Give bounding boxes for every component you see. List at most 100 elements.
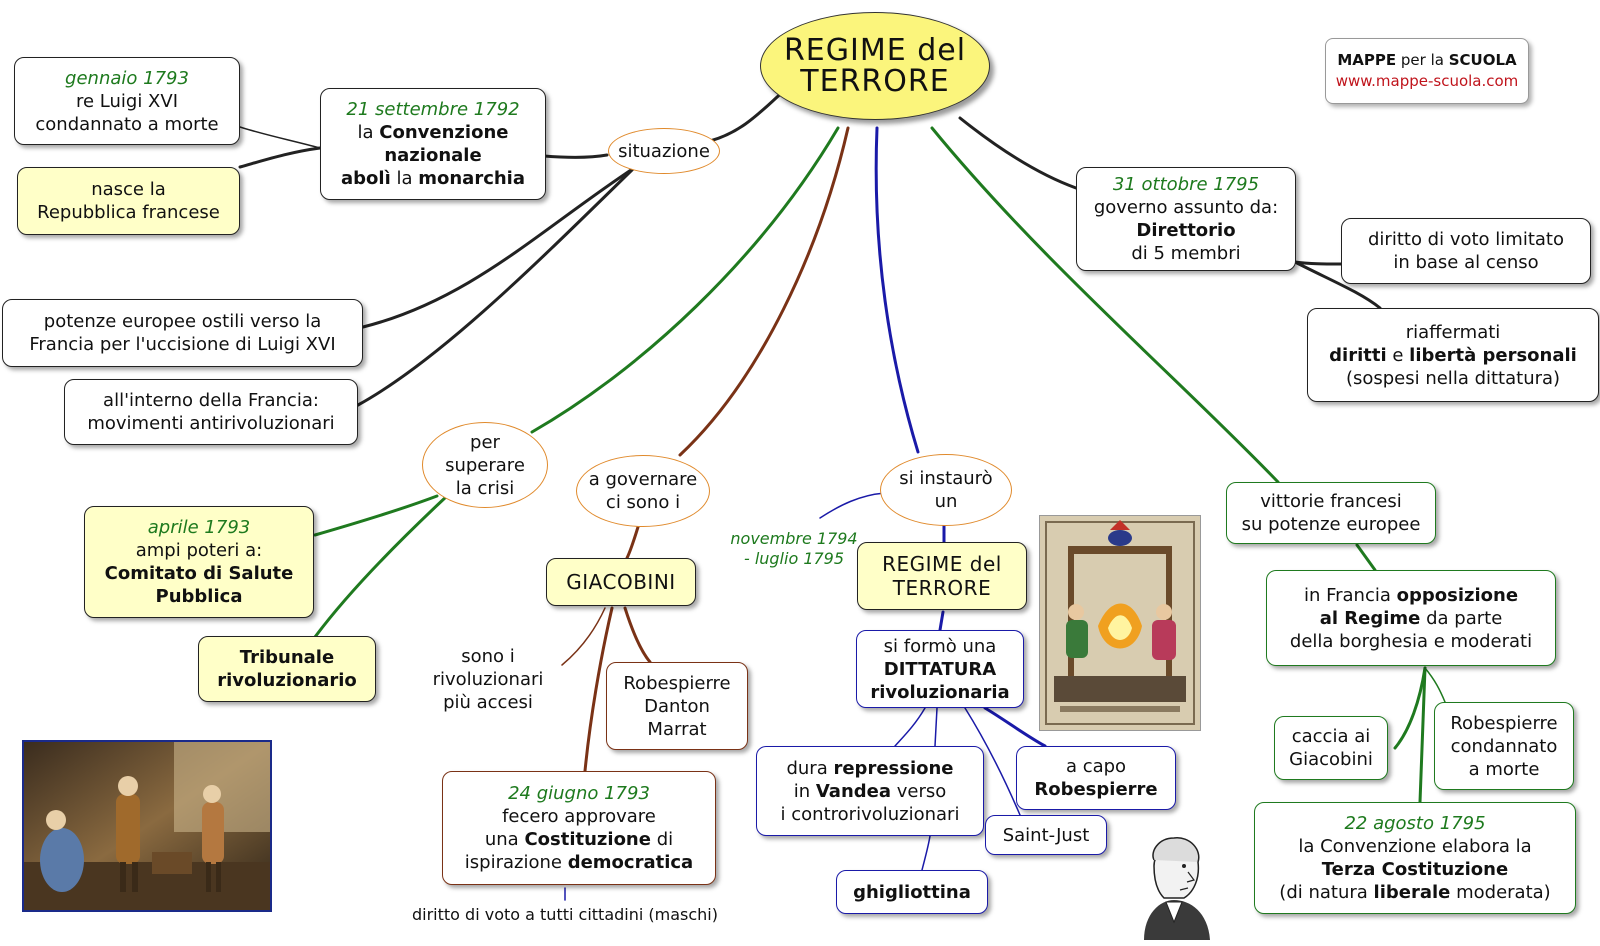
accesi-l1: sono i xyxy=(461,646,515,667)
link-title-instauro xyxy=(874,126,920,454)
guillotine-svg xyxy=(1040,516,1200,730)
box-a-capo: a capo Robespierre xyxy=(1016,746,1176,810)
box-regime-terrore: REGIME del TERRORE xyxy=(857,542,1027,610)
link-period-instauro xyxy=(819,492,886,519)
text-la-convenzione: la Convenzione xyxy=(358,121,509,144)
box-gennaio-1793: gennaio 1793 re Luigi XVI condannato a m… xyxy=(14,57,240,145)
text-accesi: sono i rivoluzionari più accesi xyxy=(418,645,558,714)
text-si-formo: si formò una xyxy=(883,635,997,657)
text-diritti-line: diritti e libertà personali xyxy=(1329,344,1577,367)
box-potenze: potenze europee ostili verso la Francia … xyxy=(2,299,363,367)
text-moderata: moderata) xyxy=(1450,882,1551,903)
text-vandea-line: in Vandea verso xyxy=(794,780,947,803)
text-una: una xyxy=(484,829,525,850)
link-crisi-tribunale xyxy=(313,494,449,639)
text-borghesia: della borghesia e moderati xyxy=(1289,630,1533,652)
node-instauro: si instaurò un xyxy=(880,454,1012,526)
text-interno1: all'interno della Francia: xyxy=(103,390,319,411)
governare-l2: ci sono i xyxy=(605,492,681,513)
crisi-l1: per xyxy=(470,431,500,453)
painting-illustration xyxy=(22,740,272,912)
regime-l2: TERRORE xyxy=(892,576,992,600)
node-situazione-label: situazione xyxy=(618,140,710,162)
link-opposizione-agosto xyxy=(1418,666,1427,804)
link-situazione-interno xyxy=(356,166,636,407)
text-di-natura: (di natura xyxy=(1279,882,1374,903)
robespierre-portrait xyxy=(1124,826,1224,940)
crisi-l2: superare xyxy=(445,454,525,476)
box-ottobre-1795: 31 ottobre 1795 governo assunto da: Dire… xyxy=(1076,167,1296,271)
period-l1: novembre 1794 xyxy=(730,529,858,548)
text-direttorio: Direttorio xyxy=(1136,220,1236,241)
box-diritti: riaffermati diritti e libertà personali … xyxy=(1307,308,1599,402)
logo-url[interactable]: www.mappe-scuola.com xyxy=(1335,72,1519,90)
text-5-membri: di 5 membri xyxy=(1131,243,1241,264)
box-condannato: Robespierre condannato a morte xyxy=(1434,702,1574,790)
link-title-ottobre xyxy=(958,116,1078,190)
instauro-l1: si instaurò xyxy=(899,468,993,489)
text-regime-line: al Regime da parte xyxy=(1320,607,1503,630)
text-terza-costituzione: Terza Costituzione xyxy=(1321,859,1509,880)
box-caccia: caccia ai Giacobini xyxy=(1274,716,1388,780)
box-repressione: dura repressione in Vandea verso i contr… xyxy=(756,746,984,836)
text-vittorie1: vittorie francesi xyxy=(1260,491,1402,512)
text-voto-maschi: diritto di voto a tutti cittadini (masch… xyxy=(400,903,730,926)
node-situazione: situazione xyxy=(608,128,720,174)
node-governare: a governare ci sono i xyxy=(576,455,710,527)
link-regime-dittatura xyxy=(938,610,945,632)
logo-scuola: SCUOLA xyxy=(1448,51,1517,69)
link-ottobre-diritti xyxy=(1293,260,1382,310)
text-potenze1: potenze europee ostili verso la xyxy=(43,311,322,332)
main-title: REGIME del TERRORE xyxy=(760,12,990,120)
link-repressione-ghigliottina xyxy=(921,835,931,871)
text-nazionale: nazionale xyxy=(384,145,482,166)
nome-marrat: Marrat xyxy=(647,718,707,740)
link-title-governare xyxy=(678,126,850,457)
text-diritti: diritti xyxy=(1329,344,1387,366)
text-monarchia: monarchia xyxy=(418,168,525,189)
box-giugno-1793: 24 giugno 1793 fecero approvare una Cost… xyxy=(442,771,716,885)
text-dura: dura xyxy=(786,757,834,779)
box-opposizione: in Francia opposizione al Regime da part… xyxy=(1266,570,1556,666)
text-period: novembre 1794 - luglio 1795 xyxy=(724,529,864,569)
text-nasce: nasce la xyxy=(91,179,166,200)
text-convenzione: Convenzione xyxy=(379,122,509,143)
text-liberta: libertà personali xyxy=(1409,344,1577,366)
text-in-francia: in Francia xyxy=(1303,584,1397,606)
text-opposizione-line: in Francia opposizione xyxy=(1304,584,1518,607)
text-condannato2: condannato xyxy=(1450,735,1558,757)
text-pubblica: Pubblica xyxy=(155,586,243,607)
logo-mappe: MAPPE xyxy=(1337,51,1397,69)
box-robespierre-danton: Robespierre Danton Marrat xyxy=(606,662,748,750)
text-giacobini2: Giacobini xyxy=(1289,749,1373,770)
box-tribunale: Tribunale rivoluzionario xyxy=(198,636,376,702)
text-vittorie2: su potenze europee xyxy=(1241,514,1421,535)
logo-text: MAPPE per la SCUOLA xyxy=(1337,50,1516,71)
regime-l1: REGIME del xyxy=(882,552,1002,576)
text-giacobini: GIACOBINI xyxy=(566,569,676,594)
text-sospesi: (sospesi nella dittatura) xyxy=(1345,367,1561,389)
instauro-l2: un xyxy=(934,491,958,512)
link-situazione-potenze xyxy=(361,166,636,329)
main-title-line2: TERRORE xyxy=(800,64,950,99)
link-dittatura-repressione xyxy=(894,707,926,747)
text-capo-robespierre: Robespierre xyxy=(1034,779,1158,800)
text-verso: verso xyxy=(891,780,947,802)
logo-badge[interactable]: MAPPE per la SCUOLA www.mappe-scuola.com xyxy=(1325,38,1529,104)
date-gennaio: gennaio 1793 xyxy=(65,67,189,89)
link-giacobini-accesi xyxy=(561,607,606,666)
date-ottobre: 31 ottobre 1795 xyxy=(1112,174,1260,195)
text-opposizione: opposizione xyxy=(1396,584,1519,606)
text-ispirazione: ispirazione xyxy=(464,852,568,873)
text-da-parte: da parte xyxy=(1420,607,1503,629)
text-luigi: re Luigi XVI xyxy=(75,90,179,112)
text-di: di xyxy=(650,829,674,850)
text-governo: governo assunto da: xyxy=(1093,197,1279,218)
box-voto-censo: diritto di voto limitato in base al cens… xyxy=(1341,218,1591,284)
main-title-line1: REGIME del xyxy=(783,33,967,68)
text-saint-just: Saint-Just xyxy=(1002,824,1090,846)
text-convenzione-elabora: la Convenzione elabora la xyxy=(1298,836,1532,857)
text-comitato: Comitato di Salute xyxy=(104,563,294,584)
text-a-capo: a capo xyxy=(1065,756,1127,777)
accesi-l2: rivoluzionari xyxy=(432,669,544,690)
